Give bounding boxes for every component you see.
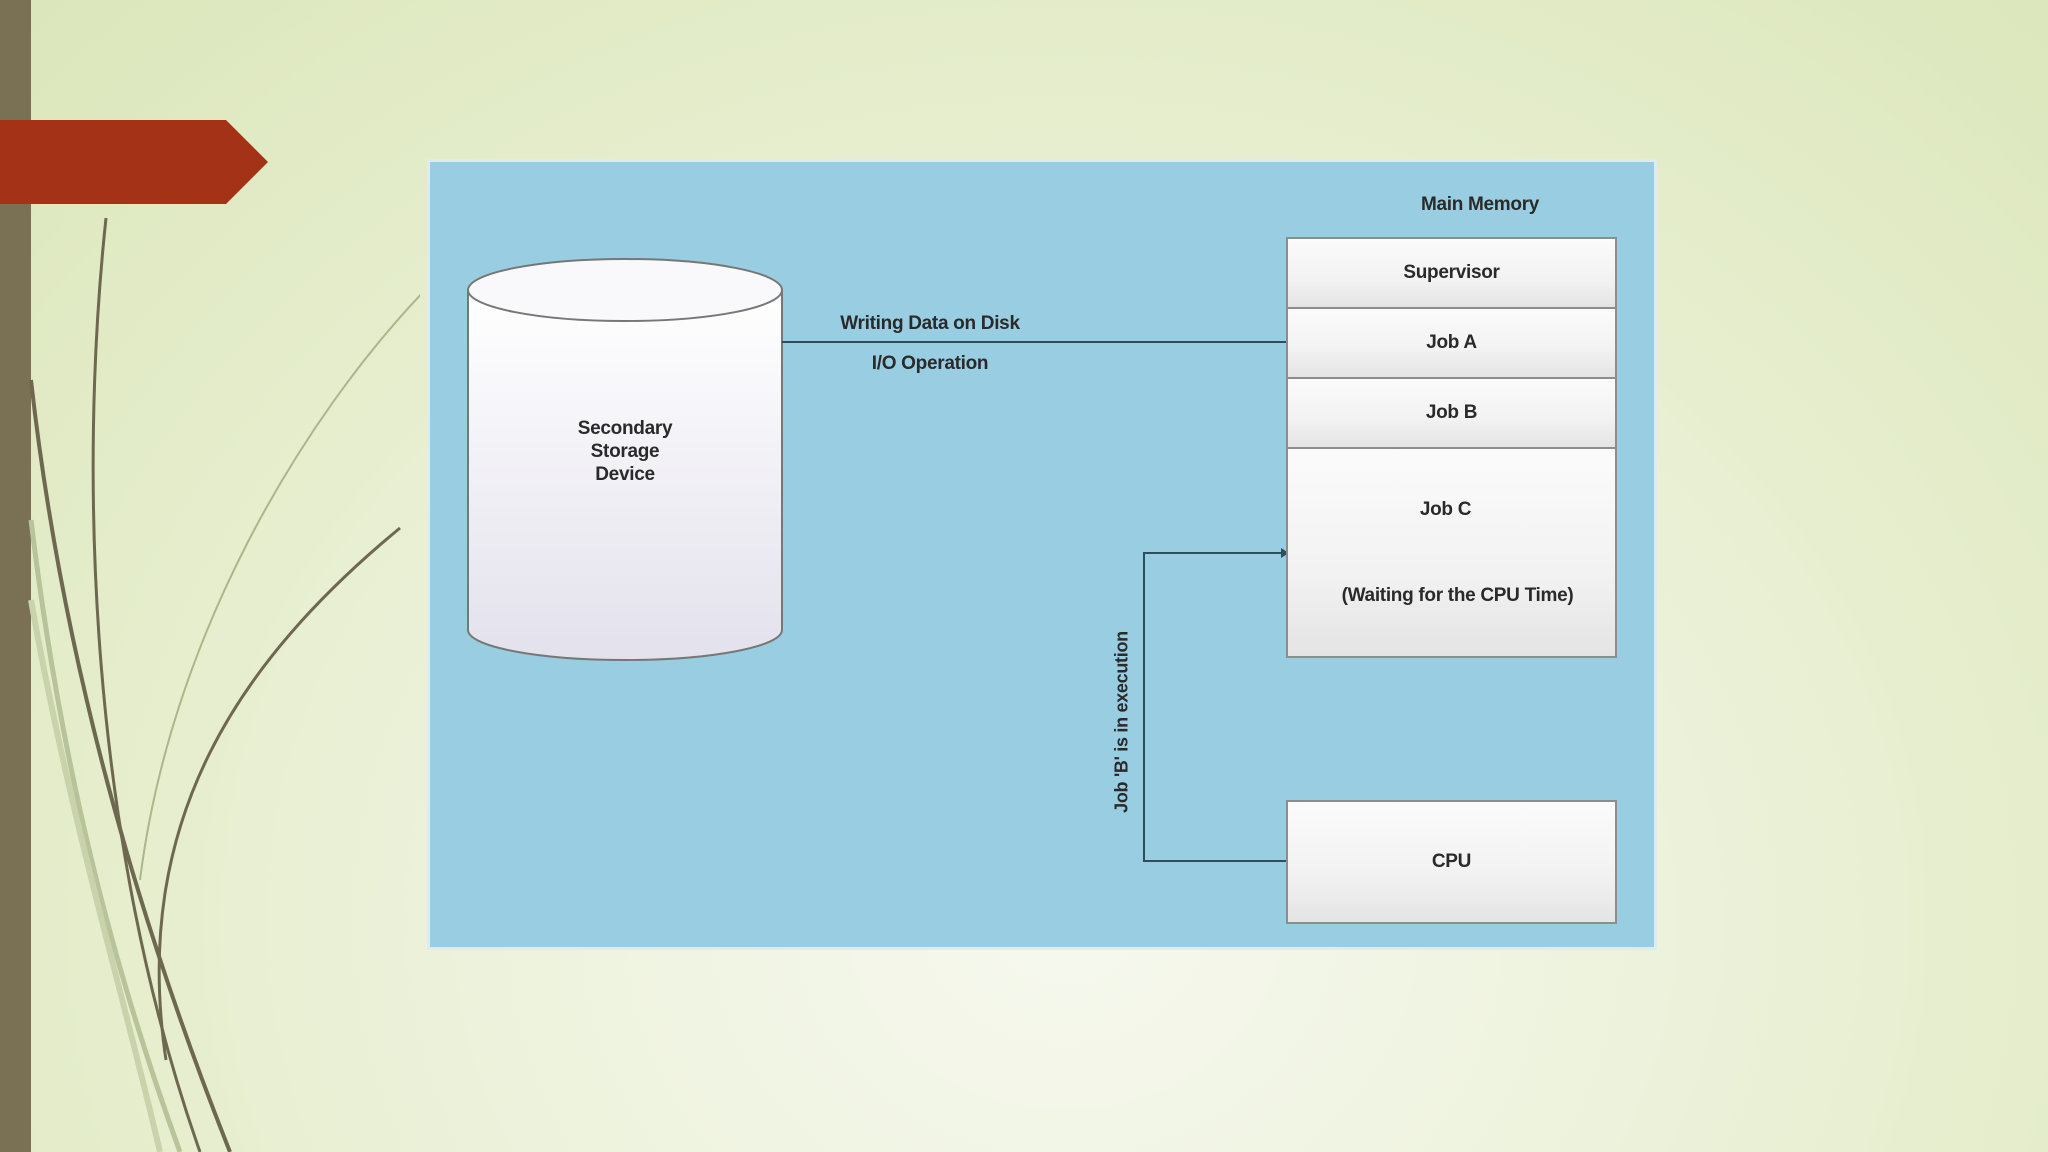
storage-label-line-2: Storage — [590, 441, 660, 462]
link-top-label: Writing Data on Disk — [840, 313, 1020, 334]
cpu-label: CPU — [1431, 851, 1472, 872]
diagram-panel: Writing Data on Disk I/O Operation Secon… — [427, 159, 1657, 950]
memory-block-job-c: Job C (Waiting for the CPU Time) — [1286, 447, 1617, 658]
storage-cylinder-icon — [467, 258, 783, 661]
cpu-block: CPU — [1286, 800, 1617, 924]
job-c-label: Job C — [1419, 499, 1472, 520]
accent-arrow-tab — [0, 120, 268, 204]
decorative-swoosh-lines — [28, 217, 420, 1152]
main-memory-label: Main Memory — [1420, 194, 1540, 215]
storage-label-line-1: Secondary — [577, 418, 673, 439]
memory-block-supervisor: Supervisor — [1286, 237, 1617, 309]
diagram-connectors — [467, 258, 1289, 862]
memory-block-job-a: Job A — [1286, 307, 1617, 379]
link-bottom-label: I/O Operation — [871, 353, 989, 374]
execution-connector-line — [1143, 552, 1289, 862]
storage-label: Secondary Storage Device — [525, 417, 725, 486]
job-b-label: Job B — [1425, 402, 1478, 423]
job-a-label: Job A — [1426, 332, 1477, 353]
supervisor-label: Supervisor — [1403, 262, 1500, 283]
execution-label: Job 'B' is in execution — [1111, 631, 1132, 813]
job-c-note: (Waiting for the CPU Time) — [1341, 585, 1574, 606]
arrowhead-icon — [1281, 548, 1289, 558]
memory-block-job-b: Job B — [1286, 377, 1617, 449]
storage-label-line-3: Device — [595, 464, 655, 485]
